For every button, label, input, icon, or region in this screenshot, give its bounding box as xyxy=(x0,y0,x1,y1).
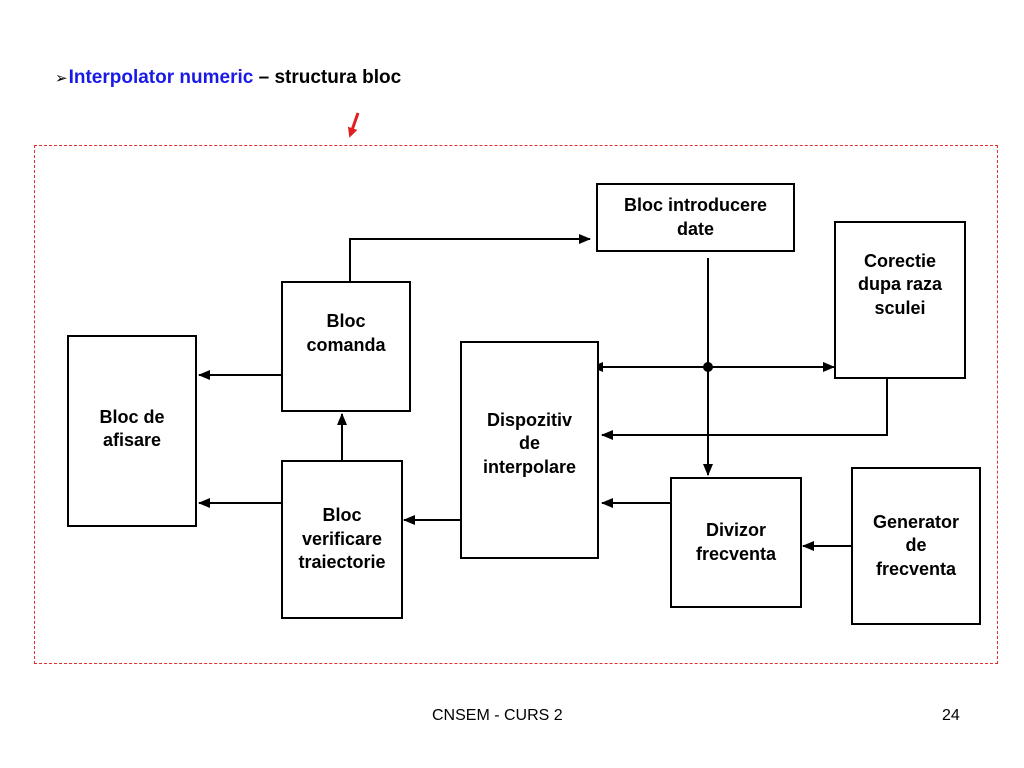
block-verificare: Bloc verificare traiectorie xyxy=(281,460,403,619)
block-divizor: Divizor frecventa xyxy=(670,477,802,608)
block-generator-label: Generator de frecventa xyxy=(872,511,960,579)
block-comanda-label: Bloc comanda xyxy=(306,311,386,355)
block-generator: Generator de frecventa xyxy=(851,467,981,625)
block-dispozitiv-label: Dispozitiv de interpolare xyxy=(482,409,577,477)
junction-dot xyxy=(703,362,713,372)
footer-page-number: 24 xyxy=(942,707,960,724)
structure-frame xyxy=(34,145,998,664)
wire-corectie-to-dispozitiv xyxy=(601,376,888,440)
block-comanda: Bloc comanda xyxy=(281,281,411,412)
block-divizor-label: Divizor frecventa xyxy=(695,520,777,564)
red-pointer-arrow-icon xyxy=(347,112,360,138)
title-rest: – structura bloc xyxy=(253,67,402,88)
block-corectie: Corectie dupa raza sculei xyxy=(834,221,966,379)
block-corectie-label: Corectie dupa raza sculei xyxy=(857,250,943,318)
block-verificare-label: Bloc verificare traiectorie xyxy=(298,505,386,573)
slide-title: ➢Interpolator numeric – structura bloc xyxy=(55,67,401,89)
block-intro: Bloc introducere date xyxy=(596,183,795,252)
block-dispozitiv: Dispozitiv de interpolare xyxy=(460,341,599,559)
bullet-arrow-icon: ➢ xyxy=(55,70,68,87)
wire-comanda-to-intro xyxy=(349,234,591,281)
block-afisare: Bloc de afisare xyxy=(67,335,197,527)
block-intro-label: Bloc introducere date xyxy=(623,195,768,239)
footer-course: CNSEM - CURS 2 xyxy=(432,707,563,724)
title-highlight: Interpolator numeric xyxy=(68,67,254,88)
block-afisare-label: Bloc de afisare xyxy=(99,406,165,450)
